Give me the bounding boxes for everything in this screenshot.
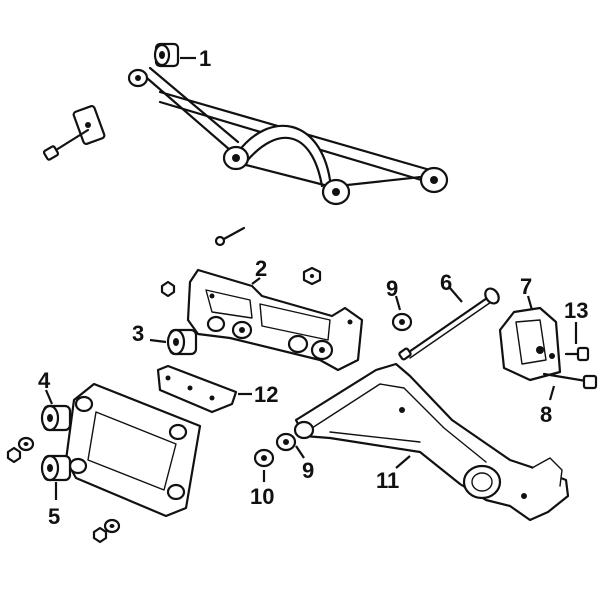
- leader-9a: [394, 295, 402, 311]
- nut-left-1: [6, 446, 22, 464]
- upper-control-arm: [127, 66, 449, 206]
- nut-right: [302, 266, 322, 286]
- leader-11: [395, 455, 411, 469]
- leader-9b: [295, 445, 305, 459]
- callout-9-lower: 9: [302, 458, 314, 483]
- washer-part-10: [253, 448, 275, 468]
- bolt-part-13: [564, 346, 590, 362]
- bushing-part-5: [40, 454, 72, 482]
- bracket-part-7: [498, 306, 562, 382]
- nut-left-2: [92, 526, 108, 544]
- callout-7: 7: [520, 274, 532, 299]
- mounting-plate-part-12: [156, 364, 238, 414]
- callout-13: 13: [564, 298, 588, 323]
- rear-subframe: [64, 382, 202, 518]
- callout-9-upper: 9: [386, 276, 398, 301]
- callout-4: 4: [38, 368, 51, 393]
- callout-6: 6: [440, 270, 452, 295]
- leader-6: [449, 287, 463, 303]
- long-bolt-part-6: [398, 287, 500, 361]
- callout-11: 11: [376, 468, 399, 493]
- bolt-with-clip: [42, 105, 106, 161]
- leader-4: [44, 389, 54, 405]
- bolt-part-8: [542, 372, 598, 390]
- callout-2: 2: [255, 256, 267, 281]
- callout-12: 12: [254, 382, 278, 407]
- callout-10: 10: [250, 484, 274, 509]
- nut-left: [160, 280, 176, 298]
- callout-1: 1: [199, 46, 211, 71]
- washer-part-9-upper: [391, 312, 413, 332]
- bushing-part-1: [153, 42, 180, 68]
- bushing-part-3: [166, 328, 198, 356]
- crossmember-bracket-part-2: [186, 268, 364, 372]
- washer-part-9-lower: [275, 432, 297, 452]
- washer-left-1: [17, 436, 35, 452]
- bushing-part-4: [40, 404, 72, 432]
- leader-8: [548, 385, 556, 401]
- leader-2: [251, 277, 261, 285]
- leader-7: [526, 295, 534, 311]
- leader-3: [149, 338, 167, 344]
- washer-left-2: [103, 518, 121, 534]
- callout-8: 8: [540, 402, 552, 427]
- callout-3: 3: [132, 321, 144, 346]
- callout-5: 5: [48, 504, 60, 529]
- small-bolt: [214, 226, 246, 247]
- lower-control-arm-part-11: [293, 362, 570, 522]
